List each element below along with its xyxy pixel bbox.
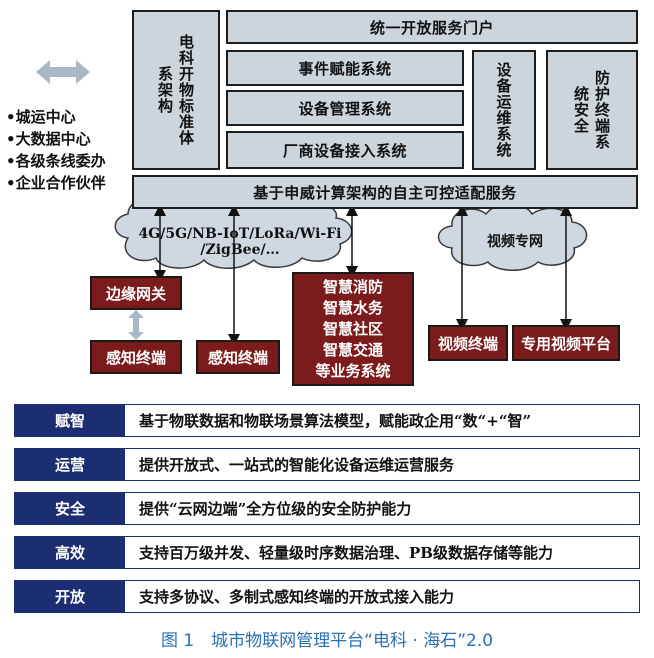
capability-value: 支持百万级并发、轻量级时序数据治理、PB级数据存储等能力 — [139, 544, 553, 562]
capability-key: 赋智 — [15, 405, 125, 436]
capability-key: 高效 — [15, 537, 125, 568]
video-platform-box: 专用视频平台 — [512, 325, 620, 361]
figure-caption-text: 图 1 城市物联网管理平台“电科 · 海石”2.0 — [160, 630, 494, 651]
capability-row: 开放 支持多协议、多制式感知终端的开放式接入能力 — [14, 580, 640, 613]
smart-system-item: 智慧交通 — [322, 340, 383, 359]
capability-value: 基于物联数据和物联场景算法模型，赋能政企用“数“+“智” — [139, 412, 532, 430]
capability-value: 提供“云网边端”全方位级的安全防护能力 — [139, 500, 412, 518]
capability-key: 运营 — [15, 449, 125, 480]
edge-gateway-box: 边缘网关 — [90, 276, 182, 310]
capability-value: 支持多协议、多制式感知终端的开放式接入能力 — [139, 588, 455, 606]
sensor-terminal-label: 感知终端 — [105, 348, 166, 367]
capability-row: 安全 提供“云网边端”全方位级的安全防护能力 — [14, 492, 640, 525]
video-terminal-box: 视频终端 — [428, 325, 508, 361]
video-network-label: 视频专网 — [487, 234, 543, 250]
standard-architecture-box: 电科开物标准体系架构 — [132, 10, 220, 170]
smart-system-item: 智慧水务 — [322, 298, 383, 317]
standard-architecture-label: 电科开物标准体系架构 — [156, 34, 195, 146]
operator-item: •企业合作伙伴 — [6, 174, 106, 192]
device-mgmt-box: 设备管理系统 — [226, 90, 464, 126]
video-platform-label: 专用视频平台 — [520, 334, 611, 353]
operator-item: •城运中心 — [6, 108, 76, 126]
base-service-box: 基于申威计算架构的自主可控适配服务 — [132, 175, 638, 209]
edge-gateway-label: 边缘网关 — [105, 284, 166, 303]
capability-table: 赋智 基于物联数据和物联场景算法模型，赋能政企用“数“+“智” 运营 提供开放式… — [14, 404, 640, 614]
vendor-access-box: 厂商设备接入系统 — [226, 131, 464, 169]
smart-system-item: 智慧社区 — [322, 319, 383, 338]
base-service-label: 基于申威计算架构的自主可控适配服务 — [253, 183, 517, 202]
device-ops-box: 设备运维系统 — [472, 50, 536, 170]
event-system-box: 事件赋能系统 — [226, 50, 464, 86]
operator-item: •各级条线委办 — [6, 152, 106, 170]
sensor-terminal-label: 感知终端 — [207, 348, 268, 367]
smart-system-item: 智慧消防 — [322, 277, 383, 296]
capability-row: 高效 支持百万级并发、轻量级时序数据治理、PB级数据存储等能力 — [14, 536, 640, 569]
capability-value: 提供开放式、一站式的智能化设备运维运营服务 — [139, 456, 455, 474]
smart-system-item: 等业务系统 — [315, 361, 391, 380]
operator-item: •大数据中心 — [6, 130, 91, 148]
network-cloud-label: 4G/5G/NB-IoT/LoRa/Wi-Fi /ZigBee/… — [130, 220, 350, 264]
capability-key: 开放 — [15, 581, 125, 612]
portal-label: 统一开放服务门户 — [369, 18, 494, 37]
double-arrow-icon — [36, 60, 90, 84]
smart-systems-box: 智慧消防 智慧水务 智慧社区 智慧交通 等业务系统 — [292, 272, 414, 386]
capability-row: 赋智 基于物联数据和物联场景算法模型，赋能政企用“数“+“智” — [14, 404, 640, 437]
capability-key: 安全 — [15, 493, 125, 524]
sensor-terminal-box: 感知终端 — [196, 340, 280, 374]
event-system-label: 事件赋能系统 — [298, 59, 392, 78]
operator-list: •城运中心 •大数据中心 •各级条线委办 •企业合作伙伴 — [6, 106, 126, 194]
network-protocols-line1: 4G/5G/NB-IoT/LoRa/Wi-Fi — [138, 226, 342, 242]
capability-row: 运营 提供开放式、一站式的智能化设备运维运营服务 — [14, 448, 640, 481]
network-protocols-line2: /ZigBee/… — [200, 242, 280, 258]
video-terminal-label: 视频终端 — [437, 334, 498, 353]
sensor-terminal-box: 感知终端 — [90, 340, 182, 374]
device-mgmt-label: 设备管理系统 — [298, 99, 392, 118]
figure-caption: 图 1 城市物联网管理平台“电科 · 海石”2.0 — [0, 624, 654, 652]
gateway-link-arrow — [128, 310, 144, 340]
video-cloud-label: 视频专网 — [460, 226, 570, 256]
vendor-access-label: 厂商设备接入系统 — [282, 141, 407, 160]
security-box: 防护终端系统安全 — [546, 50, 638, 170]
security-label: 防护终端系统安全 — [572, 70, 611, 150]
device-ops-label: 设备运维系统 — [494, 62, 513, 158]
portal-box: 统一开放服务门户 — [226, 10, 638, 44]
